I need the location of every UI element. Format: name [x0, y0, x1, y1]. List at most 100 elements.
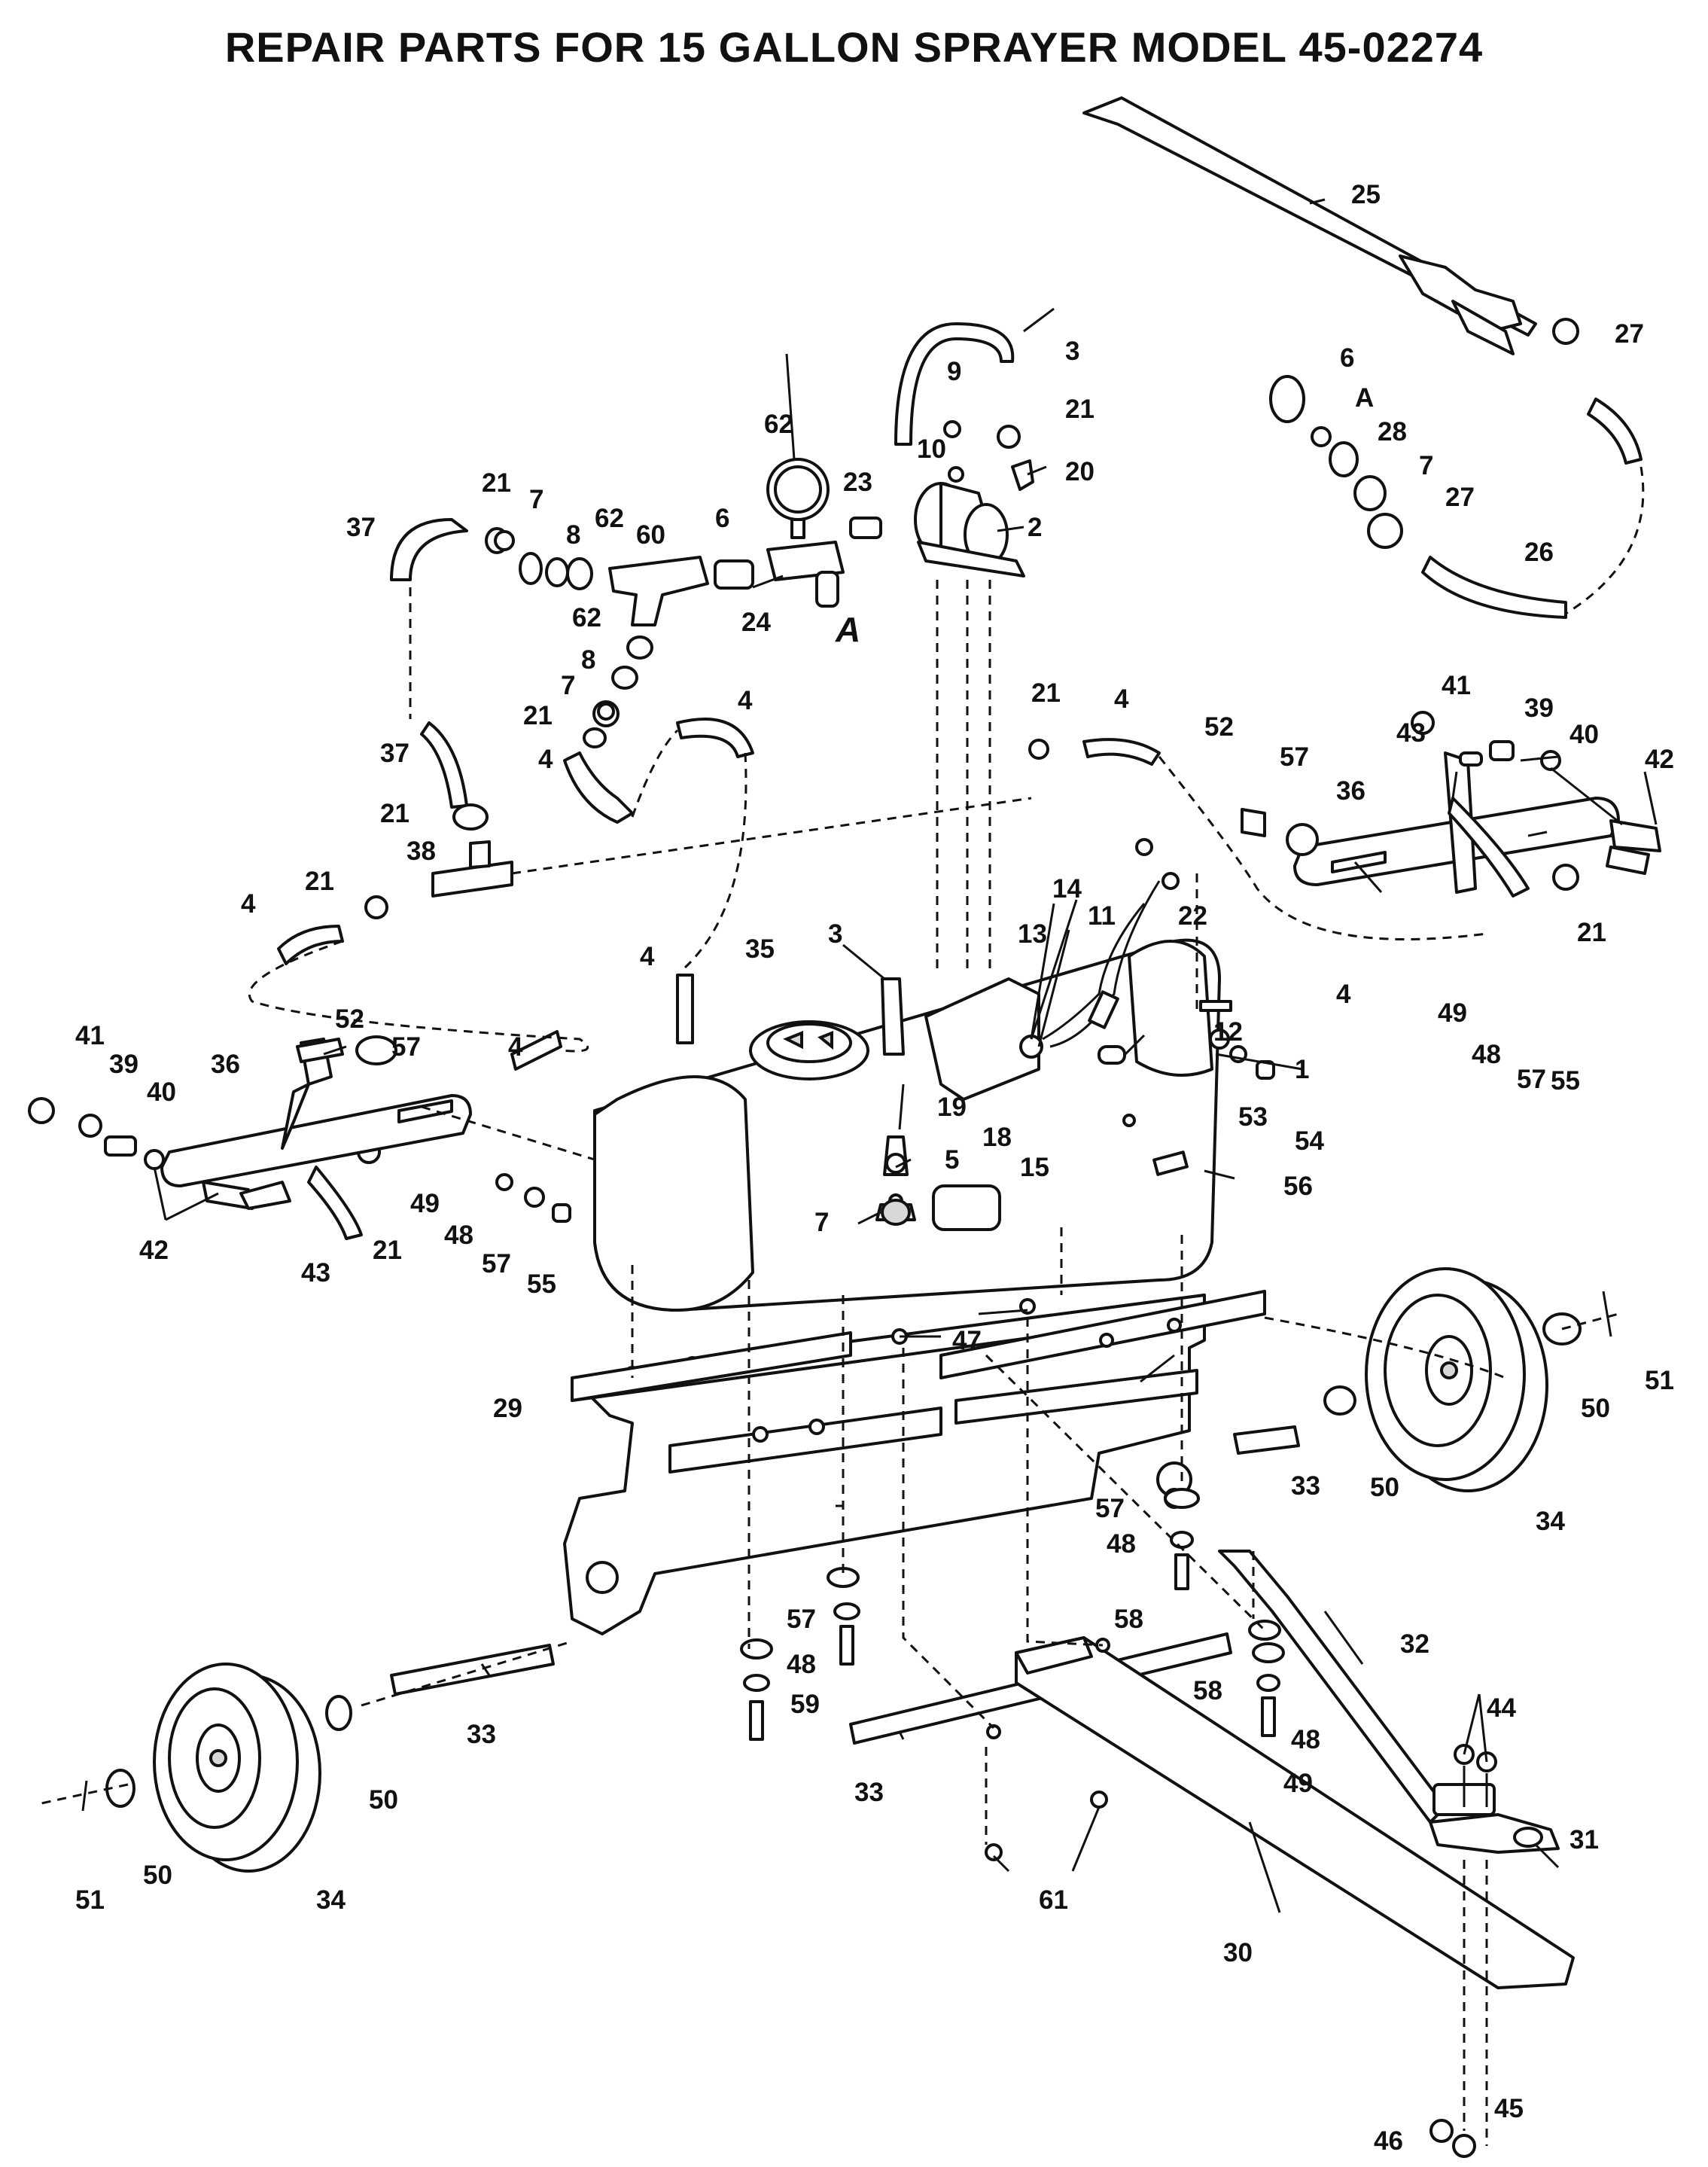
callout-4: 4: [738, 686, 753, 715]
callout-5: 5: [945, 1145, 959, 1175]
callout-41: 41: [75, 1021, 105, 1050]
callout-36: 36: [1336, 776, 1365, 806]
callout-24: 24: [741, 608, 771, 637]
callout-34: 34: [316, 1885, 346, 1915]
callout-29: 29: [493, 1394, 522, 1423]
callout-47: 47: [952, 1326, 982, 1355]
callout-56: 56: [1283, 1172, 1313, 1201]
callout-13: 13: [1018, 919, 1047, 949]
callout-21: 21: [305, 867, 334, 896]
callout-27: 27: [1445, 483, 1475, 512]
callout-4: 4: [1114, 684, 1129, 714]
callout-11: 11: [1088, 901, 1116, 931]
callout-50: 50: [1581, 1394, 1610, 1423]
callout-40: 40: [1569, 720, 1599, 749]
callout-40: 40: [147, 1077, 176, 1107]
callout-62: A: [1355, 383, 1374, 413]
callout-9: 9: [947, 357, 961, 386]
callout-14: 14: [1052, 874, 1082, 904]
callout-3: 3: [1065, 337, 1079, 366]
callout-labels: 1 2 3 3 4 4 4 4 4 4 4 5 6 6 7 7 7 7 8 8 …: [75, 180, 1674, 2156]
callout-18: 18: [982, 1123, 1012, 1152]
callout-49: 49: [1438, 998, 1467, 1028]
callout-21: 21: [1577, 918, 1606, 947]
dashed-guide-lines: [41, 466, 1645, 2146]
callout-4: 4: [640, 942, 655, 971]
callout-39: 39: [109, 1050, 139, 1079]
callout-4: 4: [508, 1032, 523, 1062]
hardware-stack: [740, 1298, 1285, 1741]
callout-21: 21: [373, 1236, 402, 1265]
callout-21: 21: [482, 468, 511, 498]
callout-39: 39: [1524, 693, 1554, 723]
callout-7: 7: [1419, 451, 1433, 480]
spray-wand-part-25: [1082, 96, 1643, 619]
callout-62: 62: [572, 603, 601, 632]
callout-50: 50: [143, 1861, 172, 1890]
callout-1: 1: [1295, 1055, 1309, 1084]
callout-8: 8: [566, 520, 580, 550]
callout-52: 52: [1204, 712, 1234, 742]
callout-21: 21: [523, 701, 553, 730]
callout-2: 2: [1028, 513, 1042, 542]
callout-57: 57: [391, 1032, 421, 1062]
callout-35: 35: [745, 934, 775, 964]
callout-49: 49: [1283, 1769, 1313, 1798]
callout-38: 38: [406, 837, 436, 866]
callout-37: 37: [346, 513, 376, 542]
callout-22: 22: [1178, 901, 1207, 931]
callout-A: A: [835, 610, 860, 649]
callout-28: 28: [1378, 417, 1407, 447]
callout-37: 37: [380, 739, 409, 768]
callout-15: 15: [1020, 1153, 1049, 1182]
callout-33: 33: [854, 1778, 884, 1807]
diagram-title: REPAIR PARTS FOR 15 GALLON SPRAYER MODEL…: [224, 23, 1484, 71]
callout-49: 49: [410, 1189, 440, 1218]
callout-57: 57: [1280, 742, 1309, 772]
callout-20: 20: [1065, 457, 1095, 486]
callout-8: 8: [581, 645, 595, 675]
callout-62: 62: [595, 504, 624, 533]
callout-51: 51: [1645, 1366, 1674, 1395]
callout-21: 21: [380, 799, 409, 828]
callout-33: 33: [467, 1720, 496, 1749]
switch-bracket-part-18: [924, 838, 1235, 1180]
callout-57: 57: [787, 1605, 816, 1634]
callout-43: 43: [301, 1258, 330, 1288]
callout-57: 57: [1517, 1065, 1546, 1094]
callout-43: 43: [1396, 718, 1426, 748]
callout-48: 48: [444, 1221, 473, 1250]
callout-3: 3: [828, 919, 842, 949]
callout-4: 4: [241, 889, 256, 919]
callout-52: 52: [335, 1004, 364, 1034]
callout-26: 26: [1524, 538, 1554, 567]
callout-50: 50: [369, 1785, 398, 1815]
spray-bar-left-part-36: [28, 1000, 1275, 1240]
callout-58: 59: [790, 1690, 820, 1719]
callout-21: 21: [1065, 395, 1095, 424]
callout-57: 58: [1193, 1676, 1222, 1705]
callout-50: 50: [1370, 1473, 1399, 1502]
callout-31: 31: [1569, 1825, 1599, 1855]
callout-10: 10: [917, 434, 946, 464]
callout-57: 57: [1095, 1494, 1125, 1523]
callout-7: 7: [529, 485, 543, 514]
callout-6: 6: [1340, 343, 1354, 373]
callout-25: 25: [1351, 180, 1381, 209]
callout-60: 61: [1039, 1885, 1068, 1915]
callout-53: 53: [1238, 1102, 1268, 1132]
callout-23: 23: [843, 468, 872, 497]
callout-54: 54: [1295, 1126, 1324, 1156]
callout-48: 48: [1291, 1725, 1320, 1754]
callout-19: 19: [937, 1093, 967, 1122]
callout-45: 45: [1494, 2094, 1524, 2123]
callout-34: 34: [1536, 1507, 1565, 1536]
callout-58: 58: [1114, 1605, 1143, 1634]
callout-55: 55: [1551, 1066, 1580, 1096]
callout-57: 57: [482, 1249, 511, 1279]
callout-51: 51: [75, 1885, 105, 1915]
callout-33: 33: [1291, 1471, 1320, 1501]
callout-6: 6: [715, 504, 729, 533]
callout-48: 48: [787, 1650, 816, 1679]
